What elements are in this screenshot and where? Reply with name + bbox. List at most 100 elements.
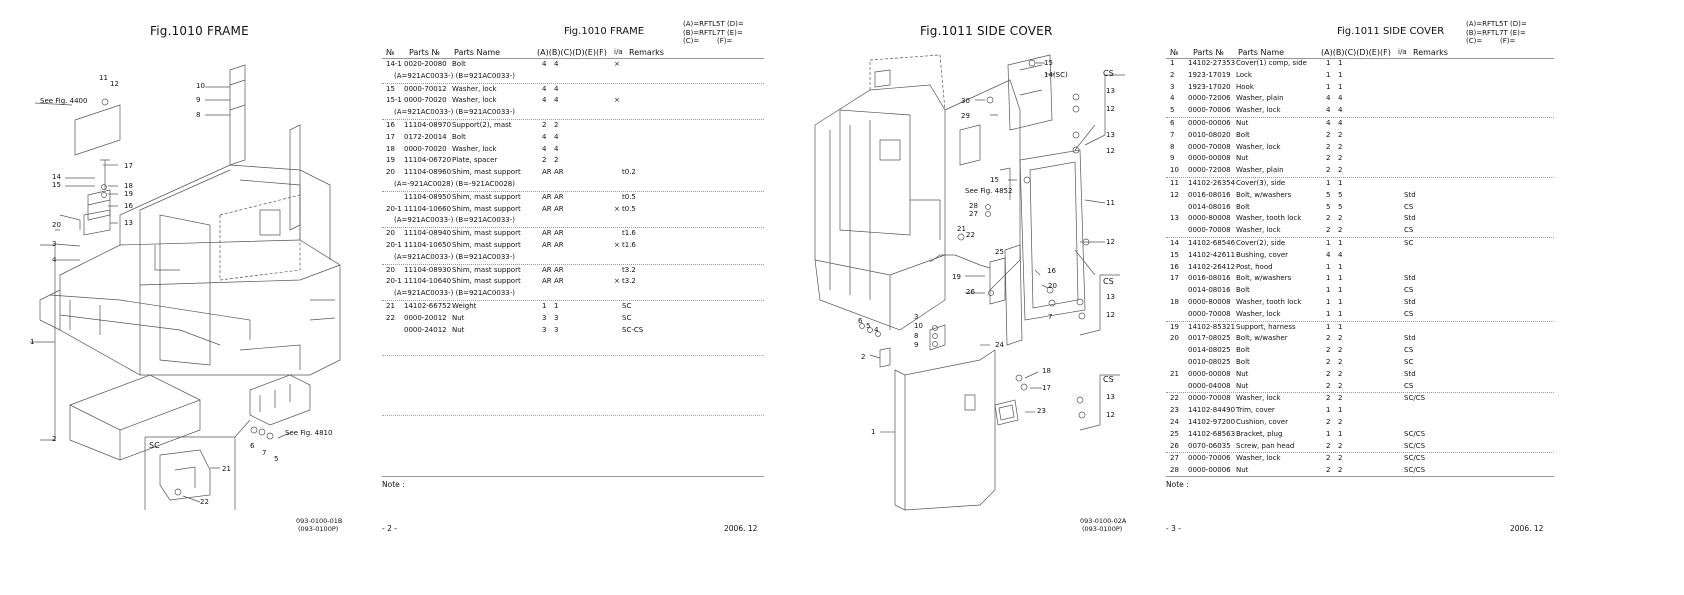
qty-a: 2 (1326, 214, 1331, 223)
remarks: SC/CS (1404, 441, 1426, 450)
see-fig-4810-callout: See Fig. 4810 (285, 429, 333, 437)
qty-b: 1 (1338, 429, 1343, 438)
callout-number: 12 (1106, 105, 1115, 113)
callout-number: 13 (1106, 393, 1115, 401)
qty-b: 1 (1338, 82, 1343, 91)
remarks: Std (1404, 274, 1416, 283)
qty-a: 1 (1326, 82, 1331, 91)
item-no: 20 (386, 229, 395, 238)
callout-number: 11 (1106, 199, 1115, 207)
qty-b: AR (554, 168, 564, 177)
item-no: 20 (386, 265, 395, 274)
callout-number: 3 (52, 240, 57, 248)
remarks: t3.2 (622, 277, 636, 286)
callout-number: 14(SC) (1044, 71, 1068, 79)
page-number: - 3 - (1166, 524, 1181, 533)
column-header-parts-no: Parts № (409, 48, 440, 57)
qty-b: 4 (554, 96, 559, 105)
part-number: 14102-27353 (1188, 59, 1236, 67)
qty-a: 4 (542, 132, 547, 141)
part-name: Post, hood (1236, 262, 1273, 271)
item-no: 20-1 (386, 240, 402, 249)
part-number: 14102-42611 (1188, 250, 1236, 259)
row-separator (382, 299, 764, 301)
item-no: 13 (1170, 214, 1179, 223)
qty-a: 1 (1326, 238, 1331, 247)
part-number: 0010-08020 (1188, 130, 1231, 139)
part-number: 14102-84490 (1188, 406, 1236, 415)
row-separator (382, 118, 764, 120)
row-separator (1166, 176, 1554, 178)
part-name: Washer, lock (1236, 106, 1281, 115)
item-no: 2 (1170, 70, 1175, 79)
serial-range: (A=921AC0033-) (B=921AC0033-) (394, 71, 515, 80)
column-header-ia: i/a (1398, 48, 1407, 56)
item-no: 17 (1170, 274, 1179, 283)
part-name: Shim, mast support (452, 229, 521, 238)
remarks: CS (1404, 309, 1414, 318)
part-number: 0000-72006 (1188, 94, 1231, 103)
qty-b: AR (554, 277, 564, 286)
model-legend: (A)=RFTL5T (D)= (B)=RFTL7T (E)= (C)= (F)… (683, 20, 744, 45)
callout-number: 12 (1106, 411, 1115, 419)
part-number: 0016-08016 (1188, 190, 1231, 199)
part-number: 0000-70020 (404, 144, 447, 153)
item-no: 27 (1170, 454, 1179, 463)
callout-number: 28 (969, 202, 978, 210)
remarks: t3.2 (622, 265, 636, 274)
qty-a: 2 (1326, 381, 1331, 390)
part-name: Shim, mast support (452, 277, 521, 286)
item-no: 7 (1170, 130, 1175, 139)
item-no: 21 (1170, 369, 1179, 378)
qty-a: 3 (542, 313, 547, 322)
callout-number: 12 (110, 80, 119, 88)
callout-number: 20 (1048, 282, 1057, 290)
item-no: 11 (1170, 178, 1179, 187)
qty-a: 2 (1326, 130, 1331, 139)
remarks: SC/CS (1404, 394, 1426, 403)
part-number: 0000-80008 (1188, 214, 1231, 223)
callout-number: 13 (124, 219, 133, 227)
qty-b: 2 (1338, 214, 1343, 223)
ia-mark: × (614, 204, 620, 213)
qty-b: 2 (554, 156, 559, 165)
remarks: SC/CS (1404, 454, 1426, 463)
part-number: 0000-70008 (1188, 226, 1231, 235)
part-name: Plate, spacer (452, 156, 498, 165)
qty-a: 2 (1326, 369, 1331, 378)
column-header-no: № (1170, 48, 1179, 57)
item-no: 24 (1170, 417, 1179, 426)
part-name: Hook (1236, 82, 1254, 91)
part-name: Nut (452, 325, 465, 334)
qty-a: 1 (1326, 309, 1331, 318)
item-no: 17 (386, 132, 395, 141)
qty-a: 2 (1326, 454, 1331, 463)
item-no: 14-1 (386, 60, 402, 68)
side-cover-parts-list-page: Fig.1011 SIDE COVER (A)=RFTL5T (D)= (B)=… (1166, 0, 1554, 595)
callout-number: 10 (196, 82, 205, 90)
part-name: Bolt (1236, 357, 1250, 366)
qty-b: 1 (554, 301, 559, 310)
qty-b: 1 (1338, 309, 1343, 318)
table-title: Fig.1010 FRAME (564, 26, 645, 37)
part-name: Bolt (1236, 286, 1250, 295)
part-number: 11104-10640 (404, 277, 452, 286)
item-no: 18 (1170, 297, 1179, 306)
cs-label: CS (1103, 375, 1114, 384)
callout-number: 1 (30, 338, 35, 346)
figure-title: Fig.1011 SIDE COVER (920, 24, 1053, 38)
qty-a: AR (542, 192, 552, 201)
row-separator (382, 263, 764, 265)
callout-number: 12 (1106, 238, 1115, 246)
remarks: SC (622, 313, 632, 322)
